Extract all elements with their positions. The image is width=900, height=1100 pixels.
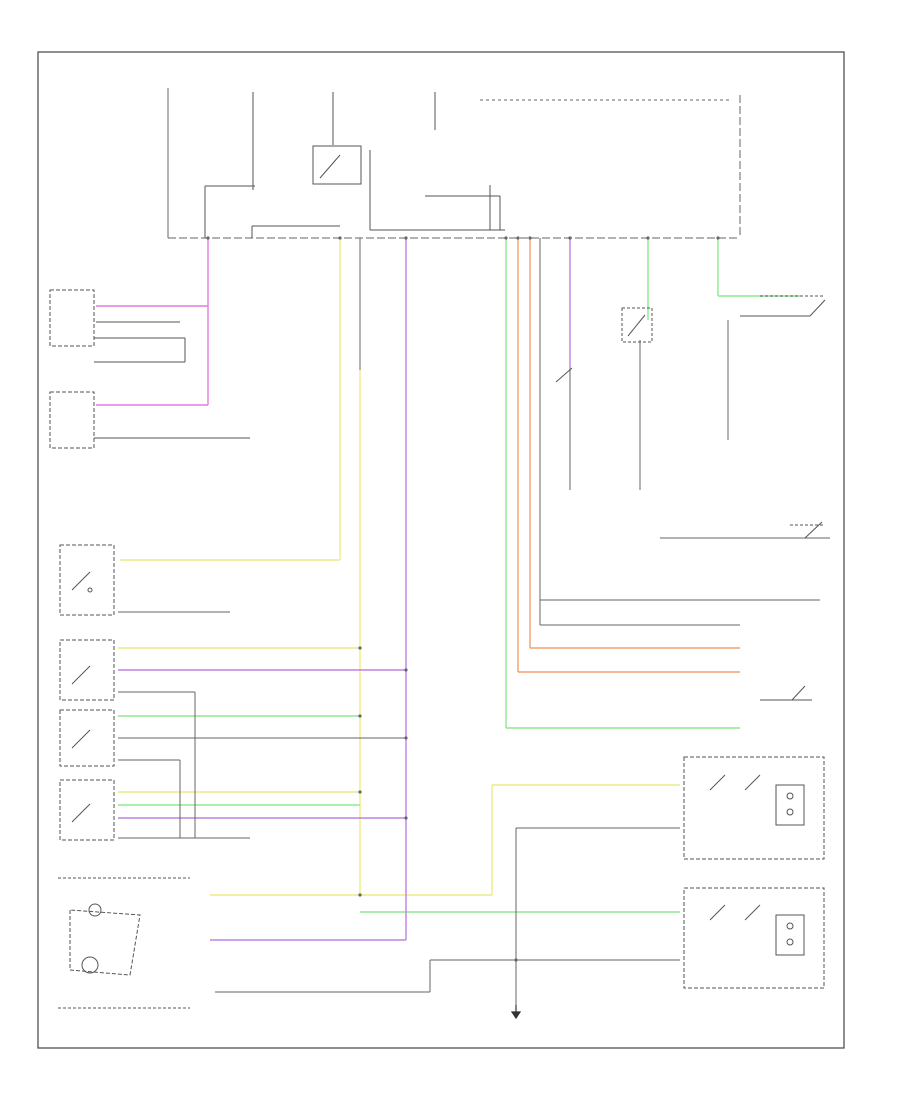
relay-box: [312, 145, 362, 185]
ground-symbol: [510, 1005, 522, 1020]
connector-dots: [206, 236, 720, 962]
wire-grey: [118, 238, 830, 1005]
right-lamp-assembly-bottom: [683, 887, 825, 989]
right-switches: [555, 295, 826, 701]
wire-green: [118, 238, 800, 913]
wire-orange: [517, 238, 740, 673]
wire-yellow: [118, 238, 680, 896]
bottom-lamp-assembly: [58, 877, 190, 1009]
diagram-frame: [37, 51, 845, 1049]
left-sensor-bottom: [49, 391, 250, 449]
right-lamp-assembly-top: [683, 756, 825, 860]
left-switch-column: [59, 544, 115, 841]
left-sensor-top: [49, 289, 186, 363]
wire-pink-left: [96, 238, 209, 406]
wire-violet: [118, 238, 571, 941]
power-module: [167, 88, 741, 239]
fuses-and-relay: [204, 92, 505, 238]
